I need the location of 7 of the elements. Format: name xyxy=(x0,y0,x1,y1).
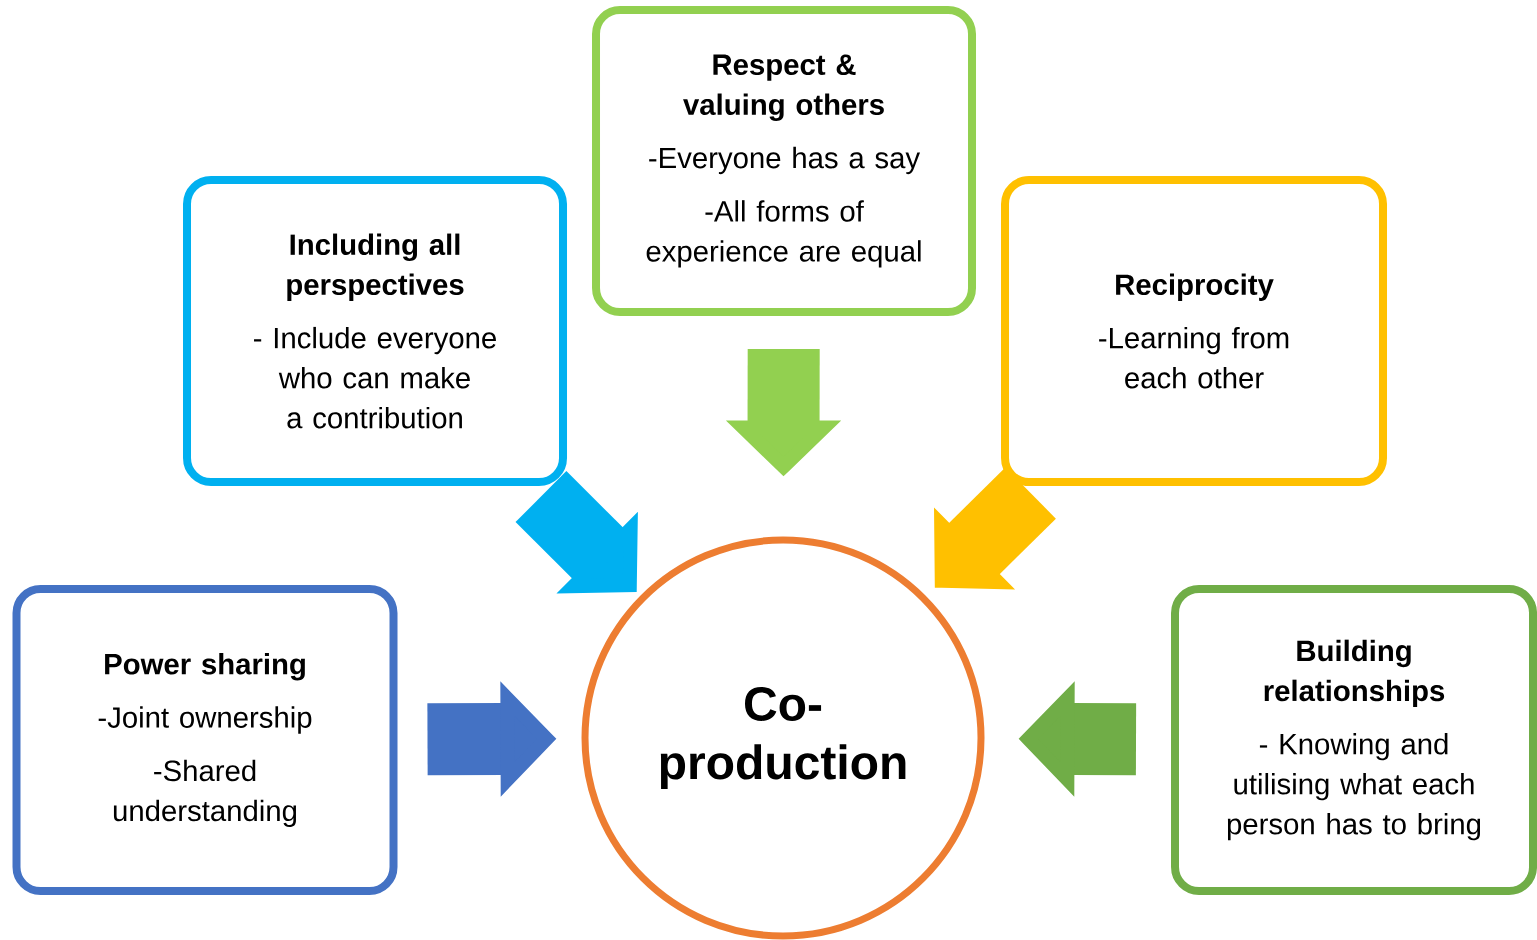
rounded-box: Building relationships - Knowing and utilising what each person has to bring xyxy=(1171,585,1537,895)
rounded-box: Reciprocity -Learning from each other xyxy=(1001,176,1387,486)
rounded-box: Including all perspectives - Include everyone who can make a contribution xyxy=(183,176,567,486)
rounded-box: Power sharing -Joint ownership -Shared understanding xyxy=(12,585,398,895)
block-arrow xyxy=(934,467,1056,590)
block-arrow xyxy=(515,471,638,594)
rounded-box: Respect & valuing others -Everyone has a say -All forms of experience are equal xyxy=(592,6,976,316)
